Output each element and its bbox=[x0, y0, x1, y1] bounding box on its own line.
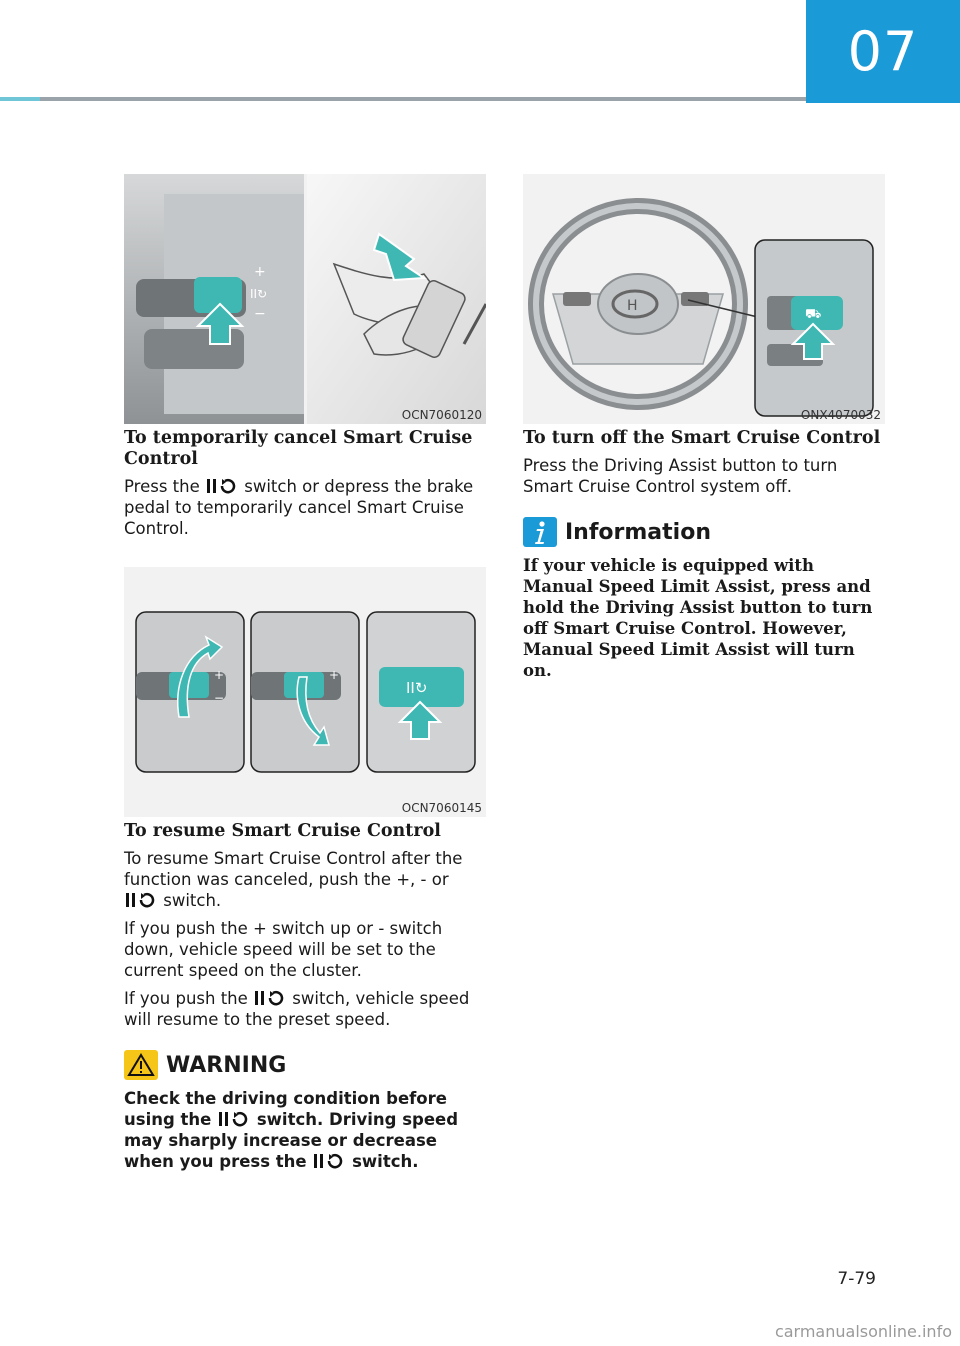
svg-text:−: − bbox=[214, 691, 224, 705]
resume-p1-b: switch. bbox=[163, 891, 222, 910]
svg-text:H: H bbox=[627, 298, 638, 314]
information-title: Information bbox=[523, 517, 885, 547]
cancel-text-b: switch or depress the brake pedal to tem… bbox=[124, 477, 474, 538]
information-label: Information bbox=[565, 519, 711, 545]
resume-p2: If you push the + switch up or - switch … bbox=[124, 919, 443, 980]
information-icon bbox=[523, 517, 557, 547]
svg-text:⛟: ⛟ bbox=[805, 307, 821, 322]
steering-switch-and-pedal-illustration: + II↻ − bbox=[124, 174, 486, 424]
header-rule bbox=[0, 97, 806, 101]
steering-wheel-driving-assist-illustration: H ⛟ bbox=[528, 198, 874, 417]
page-number: 7-79 bbox=[837, 1269, 876, 1289]
figure-code: OCN7060120 bbox=[401, 408, 482, 422]
warning-title: WARNING bbox=[124, 1050, 486, 1080]
cancel-text: Press the switch or depress the brake pe… bbox=[124, 476, 486, 539]
figure-code: OCN7060145 bbox=[401, 801, 482, 815]
chapter-tab: 07 bbox=[806, 0, 960, 103]
left-column: + II↻ − OCN7060120 To temporarily cancel… bbox=[124, 174, 486, 1172]
resume-switch-icon bbox=[314, 1154, 343, 1169]
turn-off-heading: To turn off the Smart Cruise Control bbox=[523, 428, 881, 448]
figure-cancel: + II↻ − OCN7060120 bbox=[124, 174, 486, 424]
warning-text: Check the driving condition before using… bbox=[124, 1088, 486, 1172]
turn-off-text: Press the Driving Assist button to turn … bbox=[523, 456, 838, 496]
resume-switch-icon bbox=[207, 479, 236, 494]
resume-heading: To resume Smart Cruise Control bbox=[124, 821, 441, 841]
right-column: H ⛟ ONX4070032 To turn off the Smart Cru… bbox=[523, 174, 885, 681]
watermark: carmanualsonline.info bbox=[774, 1322, 952, 1341]
figure-turn-off: H ⛟ ONX4070032 bbox=[523, 174, 885, 424]
warning-text-a: Check the driving condition before using… bbox=[124, 1089, 447, 1129]
svg-text:−: − bbox=[254, 306, 266, 322]
resume-switch-icon bbox=[255, 991, 284, 1006]
information-text: If your vehicle is equipped with Manual … bbox=[523, 556, 873, 680]
svg-text:+: + bbox=[254, 264, 266, 280]
figure-code: ONX4070032 bbox=[800, 408, 881, 422]
resume-p1-a: To resume Smart Cruise Control after the… bbox=[124, 849, 463, 889]
warning-text-c: switch. bbox=[352, 1152, 419, 1171]
cancel-heading: To temporarily cancel Smart Cruise Contr… bbox=[124, 428, 473, 469]
warning-label: WARNING bbox=[166, 1052, 287, 1078]
resume-switch-illustration: + − + II↻ bbox=[135, 611, 476, 773]
svg-text:II↻: II↻ bbox=[406, 679, 427, 697]
warning-text-b: switch. Driving speed may sharply increa… bbox=[124, 1110, 459, 1171]
resume-p3: If you push the switch, vehicle speed wi… bbox=[124, 988, 486, 1030]
figure-resume: + − + II↻ OCN7060145 bbox=[124, 567, 486, 817]
svg-text:+: + bbox=[214, 668, 224, 682]
svg-text:II↻: II↻ bbox=[250, 287, 267, 301]
warning-icon bbox=[124, 1050, 158, 1080]
resume-p3-a: If you push the bbox=[124, 989, 248, 1008]
resume-p1: To resume Smart Cruise Control after the… bbox=[124, 848, 486, 911]
resume-switch-icon bbox=[126, 893, 155, 908]
resume-p3-b: switch, vehicle speed will resume to the… bbox=[124, 989, 470, 1029]
cancel-text-a: Press the bbox=[124, 477, 200, 496]
resume-switch-icon bbox=[219, 1112, 248, 1127]
svg-text:+: + bbox=[329, 668, 339, 682]
